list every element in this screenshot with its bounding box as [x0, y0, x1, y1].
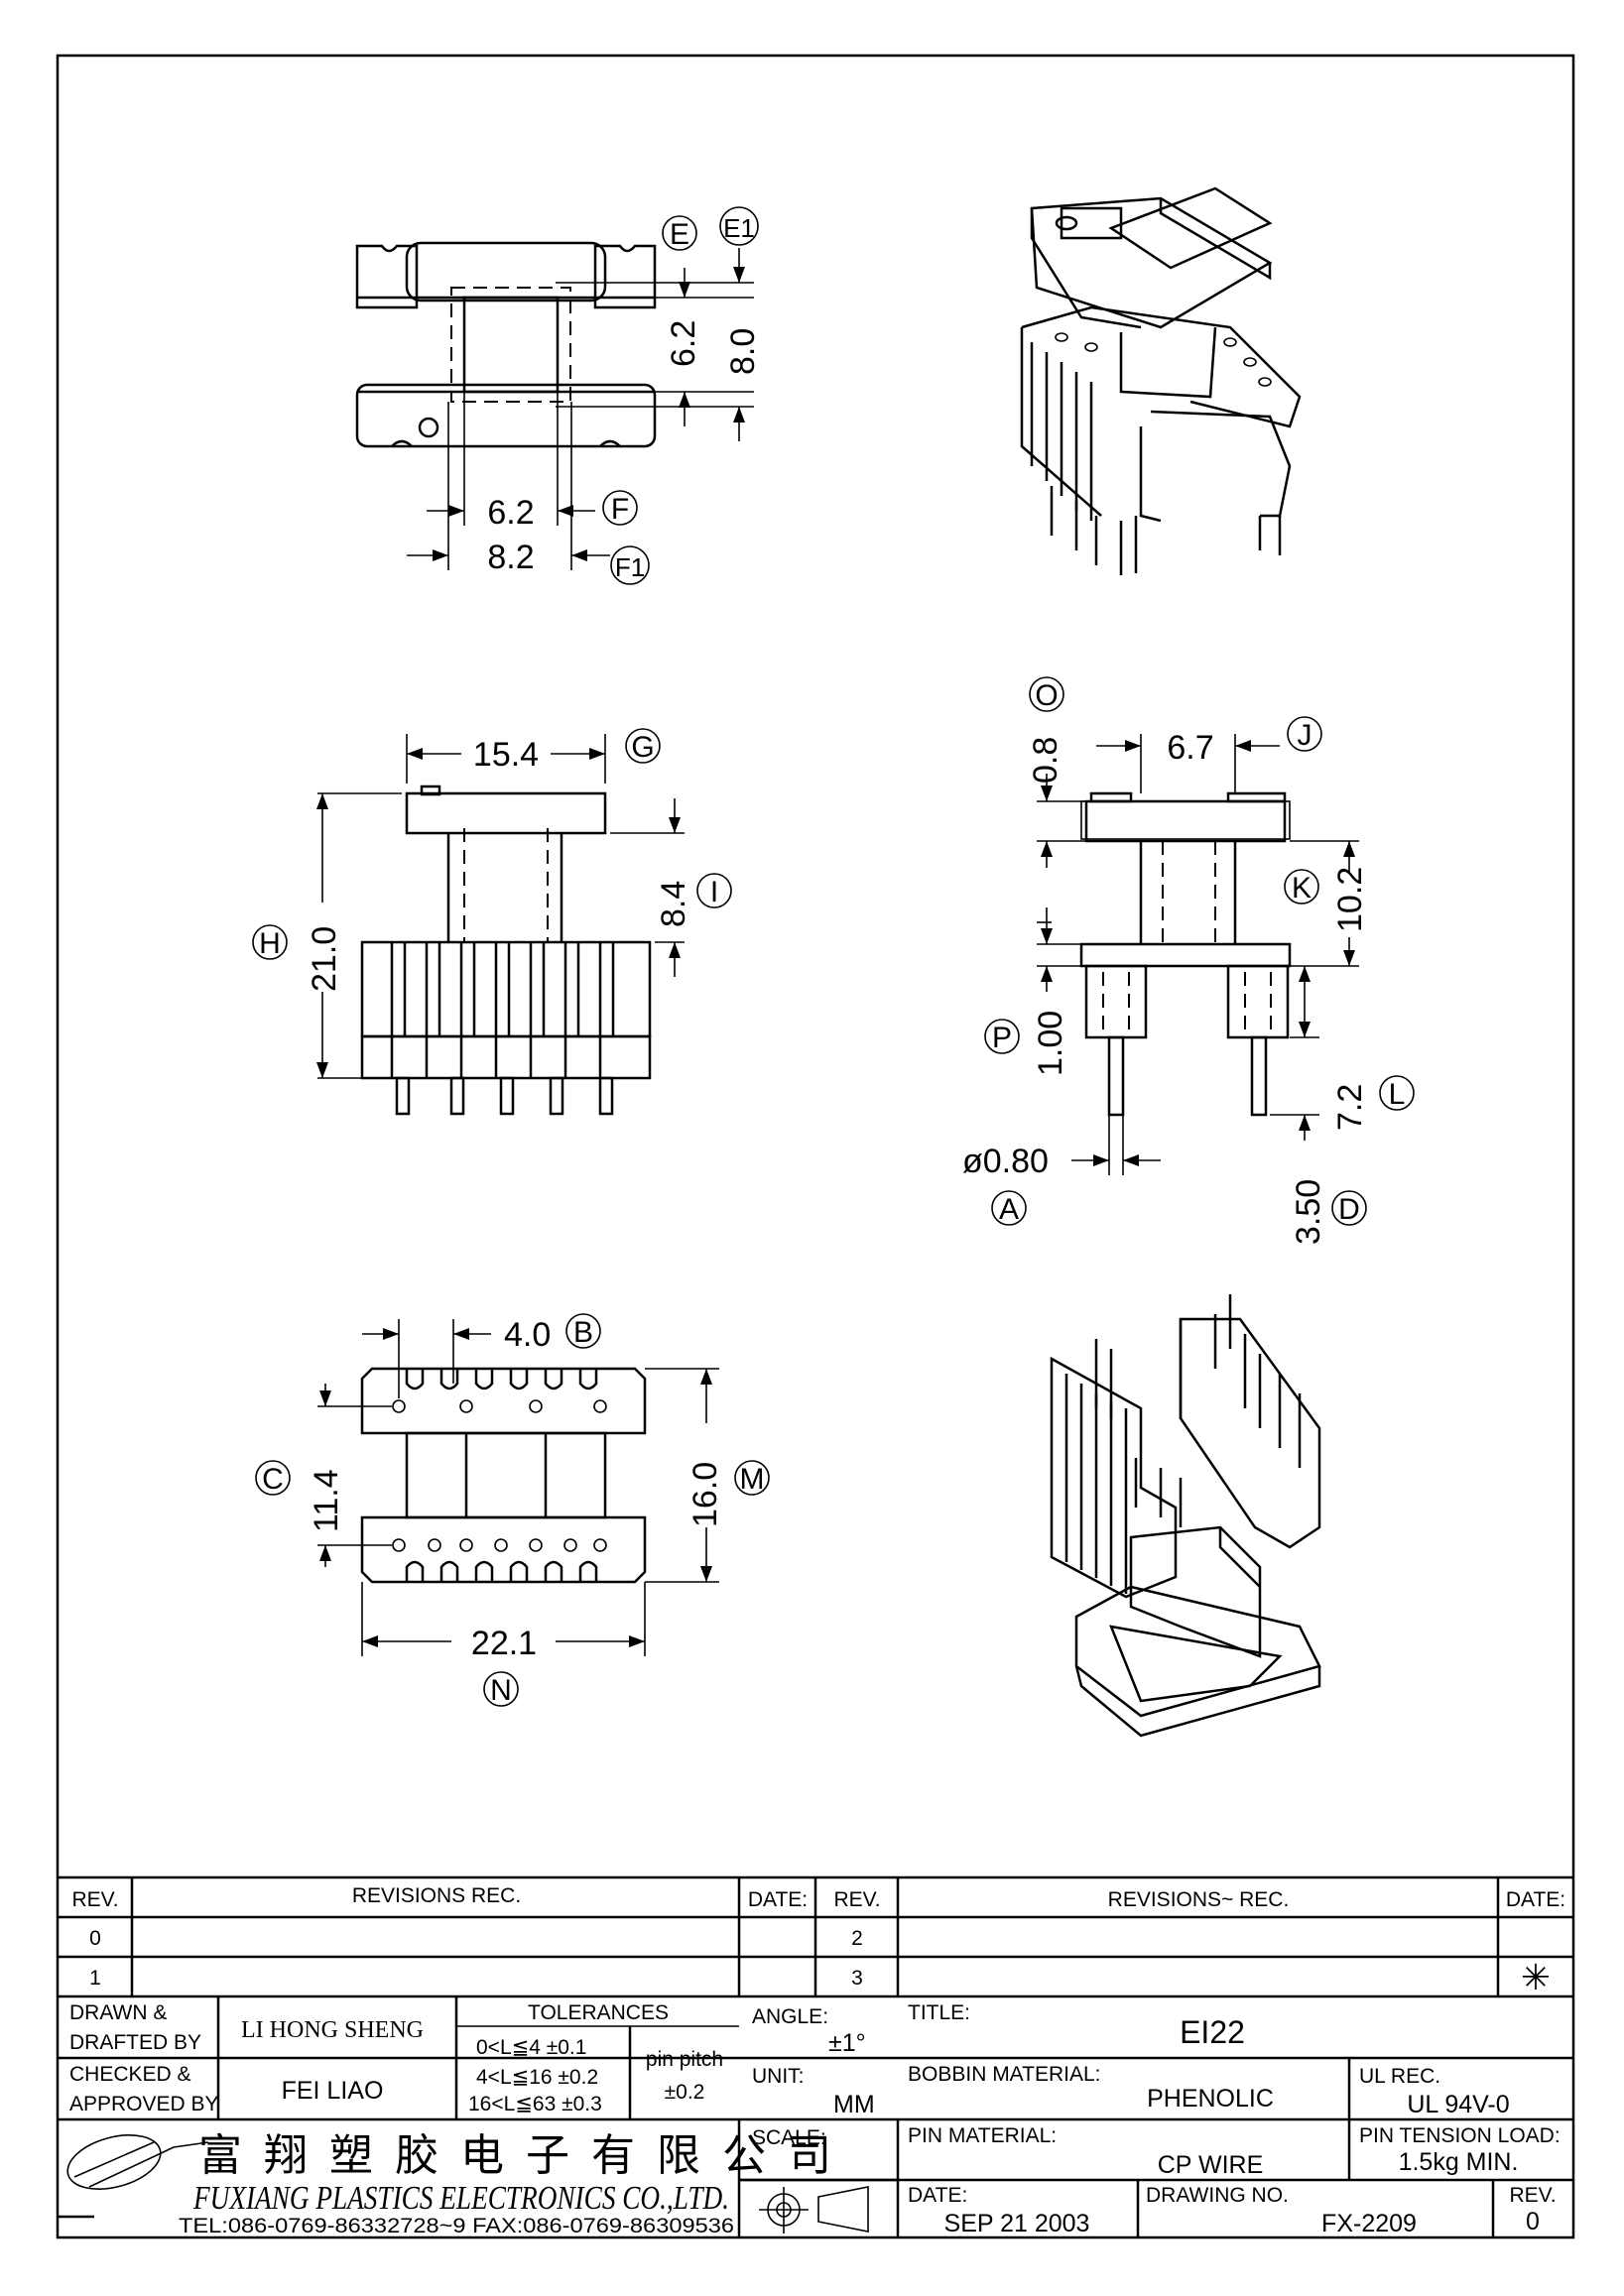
- dim-f1-value: 8.2: [487, 539, 534, 576]
- ul-label: UL REC.: [1359, 2065, 1440, 2088]
- rev-header-rec-left: REVISIONS REC.: [352, 1884, 521, 1907]
- dim-m-value: 16.0: [687, 1462, 724, 1527]
- dim-l-value: 7.2: [1331, 1084, 1369, 1131]
- checked-label-1: CHECKED &: [69, 2063, 191, 2086]
- tag-a: A: [999, 1193, 1019, 1226]
- tag-c: C: [262, 1463, 284, 1496]
- angle-label: ANGLE:: [752, 2005, 828, 2028]
- tag-f1: F1: [615, 552, 645, 582]
- rev-row-1: 1: [89, 1967, 101, 1990]
- dim-j-value: 6.7: [1167, 729, 1213, 767]
- rev-header-rev-right: REV.: [833, 1888, 880, 1911]
- company-contact: TEL:086-0769-86332728~9 FAX:086-0769-863…: [179, 2215, 734, 2237]
- revision-table: [58, 1875, 1573, 1998]
- dim-n-value: 22.1: [471, 1625, 537, 1662]
- tag-f: F: [611, 493, 629, 526]
- pin-material-value: CP WIRE: [1158, 2151, 1264, 2179]
- tag-e1: E1: [723, 213, 755, 243]
- title-value: EI22: [1180, 2014, 1245, 2050]
- star-icon: ✳: [1521, 1958, 1551, 1998]
- checked-label-2: APPROVED BY: [69, 2093, 219, 2115]
- tag-j: J: [1298, 719, 1312, 752]
- tag-m: M: [740, 1463, 765, 1496]
- tag-i: I: [710, 876, 718, 908]
- unit-label: UNIT:: [752, 2065, 805, 2088]
- pin-tension-value: 1.5kg MIN.: [1399, 2148, 1519, 2176]
- title-block: [58, 1996, 1573, 2237]
- rev-row-2: 2: [851, 1927, 863, 1950]
- drawn-label-1: DRAWN &: [69, 2001, 167, 2024]
- tag-l: L: [1389, 1078, 1406, 1111]
- front-view: [316, 734, 685, 1116]
- pin-material-label: PIN MATERIAL:: [908, 2124, 1057, 2147]
- drawn-value: LI HONG SHENG: [241, 2017, 424, 2043]
- company-name-en: FUXIANG PLASTICS ELECTRONICS CO.,LTD.: [192, 2180, 729, 2217]
- company-name-cn: 富翔塑胶电子有限公司: [198, 2130, 853, 2181]
- isometric-view-bottom: [1050, 1294, 1321, 1738]
- tag-g: G: [631, 731, 654, 764]
- tag-o: O: [1035, 679, 1058, 712]
- rev-row-0: 0: [89, 1927, 101, 1950]
- bobbin-label: BOBBIN MATERIAL:: [908, 2063, 1101, 2086]
- dim-e-value: 6.2: [665, 320, 702, 367]
- date-value: SEP 21 2003: [944, 2210, 1090, 2237]
- top-view: [355, 241, 754, 570]
- pin-pitch-value: ±0.2: [665, 2081, 705, 2104]
- pin-pitch-label: pin pitch: [646, 2048, 723, 2071]
- tolerance-2: 4<L≦16 ±0.2: [476, 2066, 598, 2089]
- tolerances-label: TOLERANCES: [528, 2001, 669, 2024]
- dim-d-value: 3.50: [1290, 1179, 1327, 1245]
- side-view: [1037, 734, 1359, 1175]
- dim-b-value: 4.0: [504, 1316, 551, 1354]
- ul-value: UL 94V-0: [1407, 2091, 1509, 2118]
- tag-k: K: [1292, 872, 1312, 905]
- angle-value: ±1°: [828, 2029, 866, 2057]
- rev-value: 0: [1526, 2208, 1540, 2236]
- date-label: DATE:: [908, 2184, 967, 2207]
- bobbin-value: PHENOLIC: [1147, 2085, 1274, 2113]
- title-label: TITLE:: [908, 2001, 970, 2024]
- dim-c-value: 11.4: [308, 1469, 345, 1532]
- dim-k-value: 10.2: [1331, 867, 1369, 932]
- tolerance-3: 16<L≦63 ±0.3: [468, 2093, 602, 2115]
- sheet-border: [56, 54, 1575, 2239]
- scale-label: SCALE:: [752, 2126, 826, 2149]
- dim-f-value: 6.2: [487, 494, 534, 532]
- dim-a-value: ø0.80: [962, 1143, 1049, 1180]
- bottom-view: [317, 1319, 719, 1656]
- rev-label: REV.: [1509, 2184, 1556, 2207]
- tag-d: D: [1338, 1193, 1360, 1226]
- tolerance-1: 0<L≦4 ±0.1: [476, 2036, 586, 2059]
- tag-h: H: [259, 927, 281, 960]
- dim-e1-value: 8.0: [724, 328, 762, 375]
- dim-p-value: 1.00: [1032, 1011, 1069, 1076]
- pin-tension-label: PIN TENSION LOAD:: [1359, 2124, 1561, 2147]
- dim-h-value: 21.0: [306, 926, 343, 992]
- drawing-no-value: FX-2209: [1321, 2210, 1417, 2237]
- dim-o-value: 0.8: [1027, 737, 1064, 784]
- drawing-no-label: DRAWING NO.: [1146, 2184, 1289, 2207]
- tag-p: P: [992, 1022, 1012, 1054]
- isometric-view-top: [1020, 186, 1302, 575]
- rev-row-3: 3: [851, 1967, 863, 1990]
- rev-header-date-left: DATE:: [748, 1888, 808, 1911]
- tag-b: B: [573, 1316, 593, 1349]
- rev-header-date-right: DATE:: [1506, 1888, 1565, 1911]
- tag-n: N: [490, 1674, 512, 1707]
- dim-g-value: 15.4: [473, 736, 539, 774]
- tag-e: E: [670, 218, 689, 251]
- unit-value: MM: [833, 2091, 875, 2118]
- rev-header-rec-right: REVISIONS~ REC.: [1108, 1888, 1290, 1911]
- rev-header-rev-left: REV.: [71, 1888, 118, 1911]
- checked-value: FEI LIAO: [282, 2077, 384, 2105]
- drawn-label-2: DRAFTED BY: [69, 2031, 201, 2054]
- dim-i-value: 8.4: [655, 881, 692, 927]
